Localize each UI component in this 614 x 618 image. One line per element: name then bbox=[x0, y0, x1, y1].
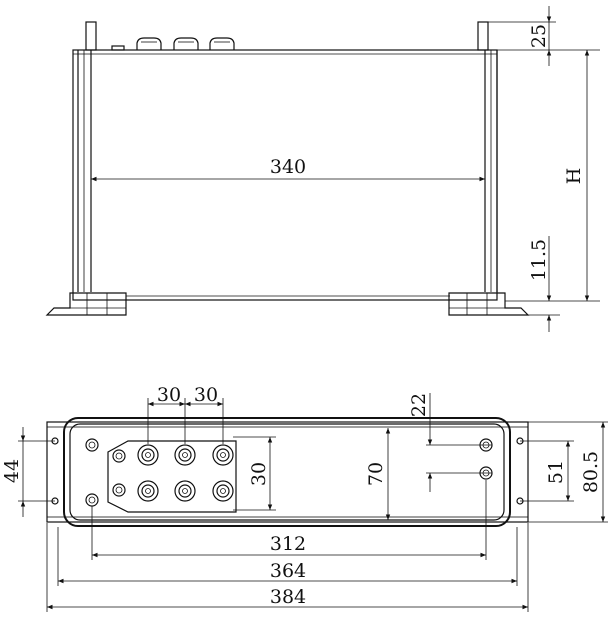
left-post bbox=[77, 21, 97, 292]
dimension-label-22: 22 bbox=[408, 393, 430, 417]
dimension-25: 25 bbox=[488, 6, 600, 66]
dimension-22: 22 bbox=[408, 393, 492, 492]
dimension-row-30: 30 bbox=[233, 436, 276, 511]
mounting-holes bbox=[51, 437, 524, 507]
dimension-312: 312 bbox=[91, 480, 487, 560]
dimension-label-44: 44 bbox=[1, 459, 23, 483]
front-view: 340 25 H 11.5 bbox=[45, 6, 600, 332]
dimension-label-51: 51 bbox=[545, 460, 567, 484]
dimension-70: 70 bbox=[365, 428, 391, 520]
dimension-30-30: 30 30 bbox=[147, 384, 224, 444]
connector-panel bbox=[107, 440, 237, 513]
dimension-51: 51 bbox=[520, 440, 574, 502]
top-connectors bbox=[111, 37, 235, 51]
dimension-label-80-5: 80.5 bbox=[580, 451, 602, 493]
dimension-384: 384 bbox=[46, 523, 529, 612]
dimension-label-312: 312 bbox=[270, 533, 306, 555]
top-view: 30 30 30 70 22 bbox=[1, 384, 608, 612]
dimension-label-30-right: 30 bbox=[194, 384, 218, 406]
dimension-44: 44 bbox=[1, 427, 55, 517]
right-foot bbox=[448, 292, 530, 316]
dimension-364: 364 bbox=[57, 527, 518, 586]
dimension-h: H bbox=[563, 50, 590, 301]
dimension-label-30-left: 30 bbox=[157, 384, 181, 406]
dimension-label-70: 70 bbox=[365, 462, 387, 486]
dimension-label-row-30: 30 bbox=[248, 462, 270, 486]
dimension-label-384: 384 bbox=[270, 586, 306, 608]
right-post bbox=[477, 21, 498, 292]
dimension-label-364: 364 bbox=[270, 560, 306, 582]
dimension-340: 340 bbox=[91, 156, 485, 182]
enclosure-outline bbox=[63, 417, 511, 527]
dimension-80-5: 80.5 bbox=[528, 421, 608, 523]
dimension-11-5: 11.5 bbox=[505, 236, 600, 332]
left-foot bbox=[45, 292, 127, 316]
dimension-label-11-5: 11.5 bbox=[528, 239, 550, 281]
dimension-label-340: 340 bbox=[270, 156, 306, 178]
dimension-label-25: 25 bbox=[528, 24, 550, 48]
dimension-label-h: H bbox=[563, 168, 585, 185]
